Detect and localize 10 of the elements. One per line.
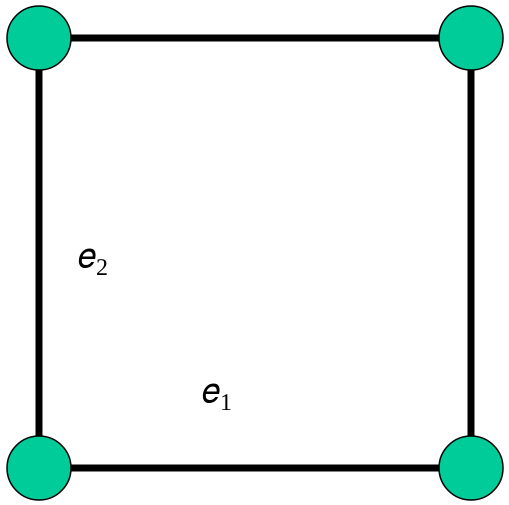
- edge-line: [36, 70, 42, 436]
- edge-line: [71, 34, 439, 42]
- circle-node: [6, 435, 72, 501]
- circle-node: [6, 5, 72, 71]
- circle-node: [438, 5, 504, 71]
- circle-node: [438, 435, 504, 501]
- vector-label: 𝑒$_{1}$: [202, 375, 232, 415]
- vector-label: 𝑒$_{2}$: [78, 240, 108, 280]
- edge-line: [468, 70, 474, 436]
- edge-line: [71, 464, 439, 472]
